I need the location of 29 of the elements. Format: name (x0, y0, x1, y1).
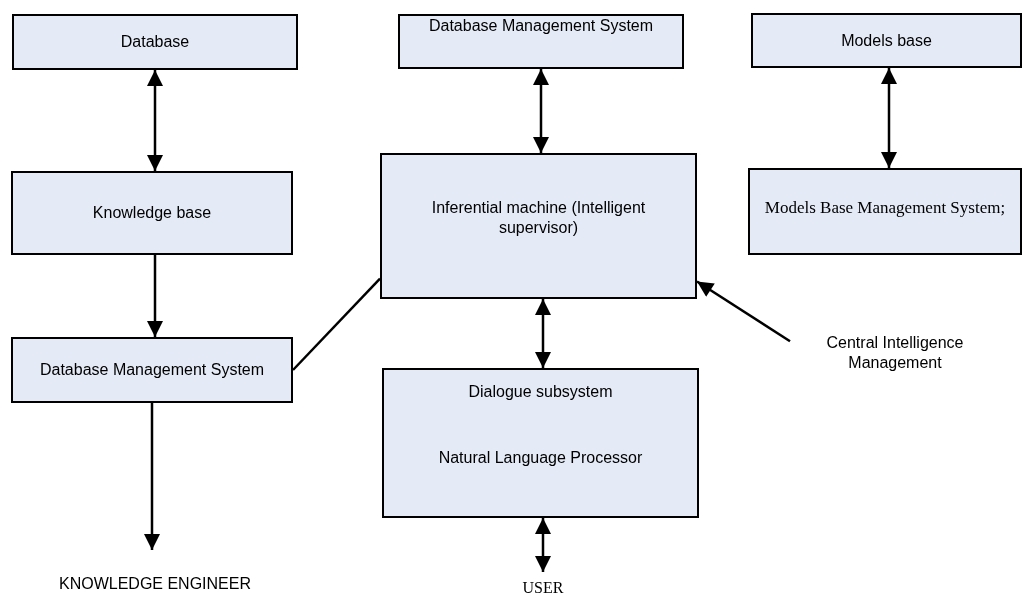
process-box (11, 337, 293, 403)
arrow (533, 69, 549, 153)
process-box (11, 171, 293, 255)
process-box (12, 14, 298, 70)
node-text: Models base (841, 30, 932, 51)
arrow (881, 68, 897, 168)
arrow (535, 518, 551, 572)
node-text: Database (120, 32, 190, 52)
node-text: Dialogue subsystem (468, 382, 613, 402)
node-text: Database Management System (39, 360, 265, 380)
process-box (398, 14, 684, 69)
process-box (751, 13, 1022, 68)
node-text: Database Management System (428, 16, 654, 36)
node-text: Inferential machine (Intelligent supervisor) (430, 198, 647, 238)
arrow (696, 280, 791, 343)
node-text: Models Base Management System; (764, 196, 1006, 219)
arrow (535, 299, 551, 368)
node-text: Central Intelligence Management (825, 332, 965, 373)
node-text: KNOWLEDGE ENGINEER (59, 574, 251, 594)
arrow (147, 255, 163, 337)
node-text: Natural Language Processor (438, 448, 643, 468)
arrow (144, 403, 160, 550)
process-box (380, 153, 697, 299)
process-box (382, 368, 699, 518)
node-text: Knowledge base (92, 203, 212, 223)
process-box (748, 168, 1022, 255)
connector-line (292, 277, 381, 371)
arrow (147, 70, 163, 171)
node-text: USER (522, 578, 564, 598)
